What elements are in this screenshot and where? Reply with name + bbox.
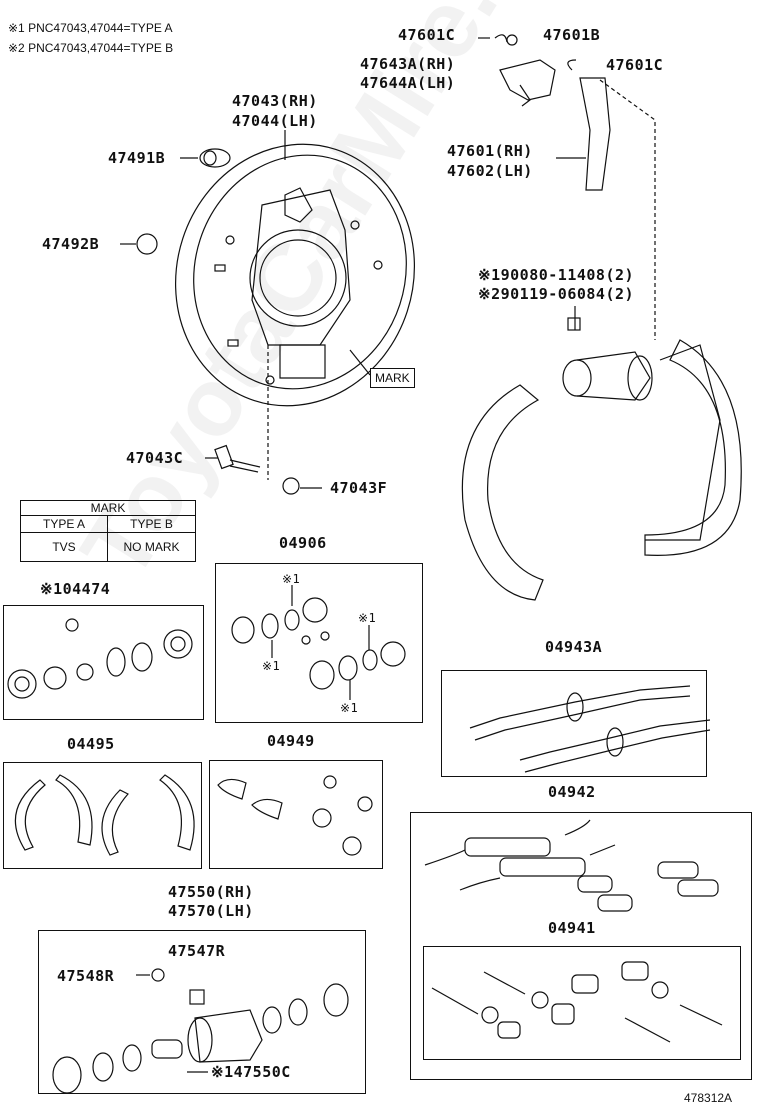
label-47602: 47602(LH) bbox=[447, 162, 533, 180]
label-04942: 04942 bbox=[548, 783, 596, 801]
kit-04943a-box bbox=[441, 670, 707, 777]
backing-plate-drawing bbox=[174, 143, 416, 407]
kit-04906-drawing bbox=[231, 597, 406, 690]
lever-drawing bbox=[478, 34, 656, 340]
diagram-id: 478312A bbox=[684, 1091, 733, 1105]
label-47043: 47043(RH) bbox=[232, 92, 318, 110]
mark-table-val-b: NO MARK bbox=[107, 532, 196, 562]
wheel-cylinder-drawing bbox=[562, 306, 653, 401]
kit-04942-box bbox=[410, 812, 752, 1080]
label-47601: 47601(RH) bbox=[447, 142, 533, 160]
kit-04949-drawing bbox=[217, 775, 373, 856]
bolt-47043c-drawing bbox=[205, 444, 261, 473]
mark-callout: MARK bbox=[370, 368, 415, 388]
label-47043c: 47043C bbox=[126, 449, 184, 467]
kit-04941-drawing bbox=[431, 961, 723, 1043]
label-04941: 04941 bbox=[548, 919, 596, 937]
mark-table-val-a: TVS bbox=[20, 532, 108, 562]
kit-04495-drawing bbox=[14, 774, 195, 856]
mark-table-title: MARK bbox=[20, 500, 196, 516]
label-47547r: 47547R bbox=[168, 942, 226, 960]
mark-table-col-a: TYPE A bbox=[20, 515, 108, 533]
kit-04474-drawing bbox=[7, 618, 193, 699]
kit-04943a-drawing bbox=[469, 685, 711, 773]
label-47548r: 47548R bbox=[57, 967, 115, 985]
label-bolt-90080: ※190080-11408(2) bbox=[478, 266, 635, 284]
label-47492b: 47492B bbox=[42, 235, 100, 253]
label-bolt-90119: ※290119-06084(2) bbox=[478, 285, 635, 303]
label-47601c-right: 47601C bbox=[606, 56, 664, 74]
label-47643a: 47643A(RH) bbox=[360, 55, 456, 73]
note-1-c: ※1 bbox=[358, 611, 377, 625]
label-04474: ※104474 bbox=[40, 580, 111, 598]
plug-47491b-drawing bbox=[199, 148, 231, 168]
kit-47550-drawing bbox=[52, 968, 349, 1094]
note-type-b: ※2 PNC47043,47044=TYPE B bbox=[8, 41, 174, 55]
note-1-a: ※1 bbox=[282, 572, 301, 586]
kit-47550-box bbox=[38, 930, 366, 1094]
label-47044: 47044(LH) bbox=[232, 112, 318, 130]
kit-04474-box bbox=[3, 605, 204, 720]
label-47601c-top: 47601C bbox=[398, 26, 456, 44]
label-47550: 47550(RH) bbox=[168, 883, 254, 901]
label-47644a: 47644A(LH) bbox=[360, 74, 456, 92]
note-1-b: ※1 bbox=[262, 659, 281, 673]
label-04943a: 04943A bbox=[545, 638, 603, 656]
kit-04949-box bbox=[209, 760, 383, 869]
note-1-d: ※1 bbox=[340, 701, 359, 715]
kit-04906-box bbox=[215, 563, 423, 723]
label-04906: 04906 bbox=[279, 534, 327, 552]
nut-47043f-drawing bbox=[282, 477, 300, 495]
plug-47492b-drawing bbox=[136, 233, 158, 255]
label-04495: 04495 bbox=[67, 735, 115, 753]
label-47043f: 47043F bbox=[330, 479, 388, 497]
label-04949: 04949 bbox=[267, 732, 315, 750]
label-47601b: 47601B bbox=[543, 26, 601, 44]
note-type-a: ※1 PNC47043,47044=TYPE A bbox=[8, 21, 173, 35]
kit-04942-drawing bbox=[424, 819, 719, 912]
label-47570: 47570(LH) bbox=[168, 902, 254, 920]
brake-shoes-drawing bbox=[461, 339, 742, 601]
label-47550c: ※147550C bbox=[211, 1063, 291, 1081]
kit-04495-box bbox=[3, 762, 202, 869]
kit-04941-box bbox=[423, 946, 741, 1060]
mark-table-col-b: TYPE B bbox=[107, 515, 196, 533]
label-47491b: 47491B bbox=[108, 149, 166, 167]
